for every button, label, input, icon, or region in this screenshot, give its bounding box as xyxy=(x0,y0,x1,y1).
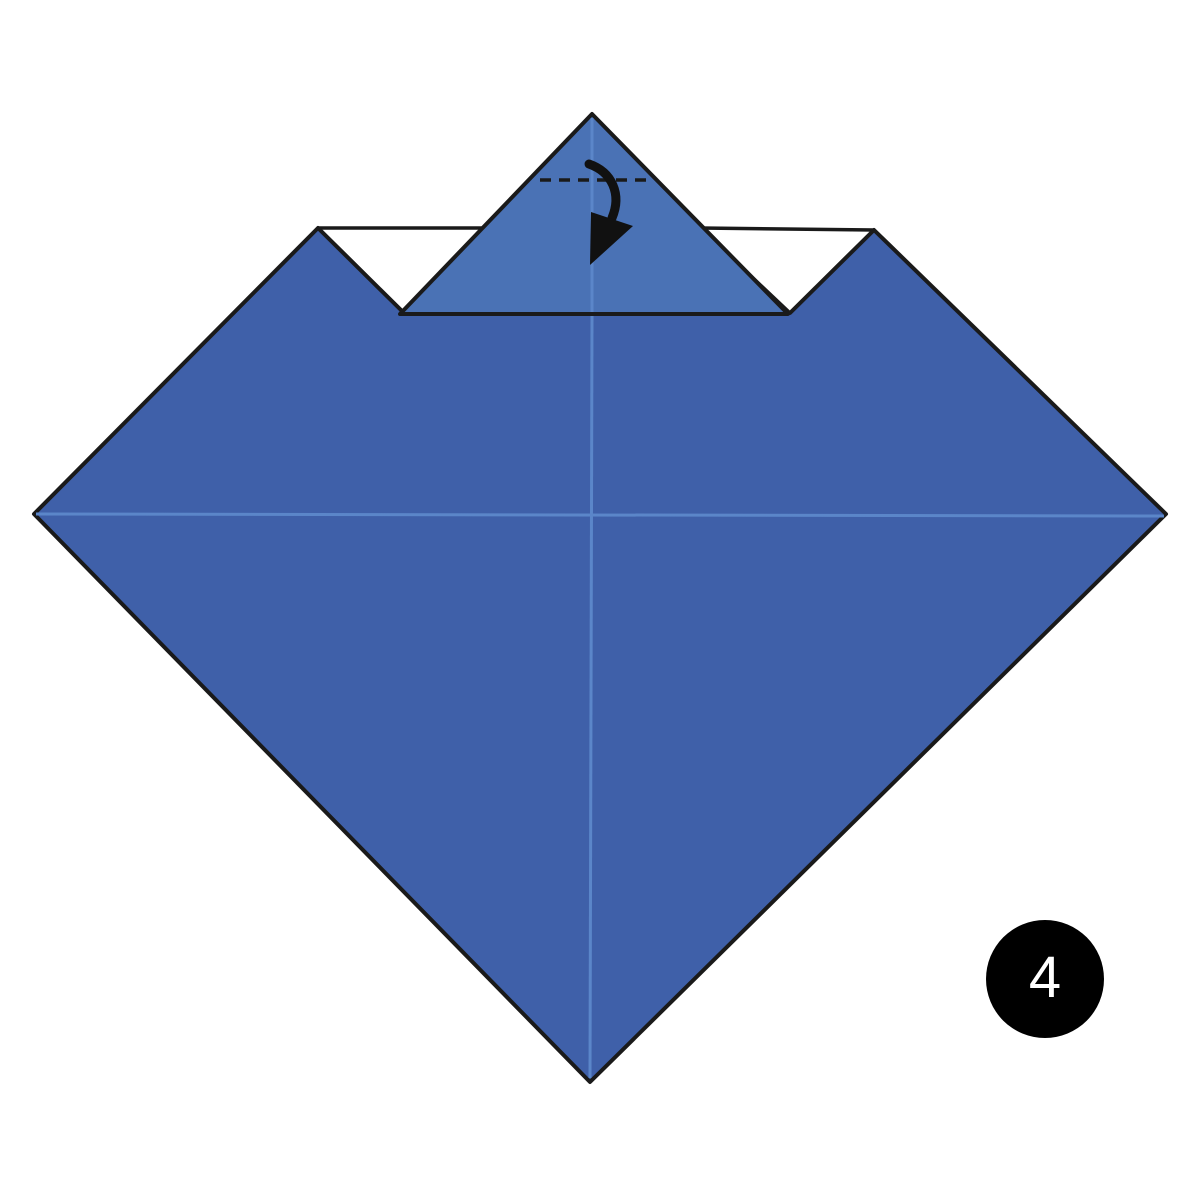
curved-arrow-down-icon xyxy=(584,159,633,265)
step-number: 4 xyxy=(1028,945,1062,1010)
step-number-badge: 4 xyxy=(986,920,1104,1038)
vertical-crease xyxy=(588,315,594,1079)
horizontal-crease xyxy=(35,512,1165,518)
